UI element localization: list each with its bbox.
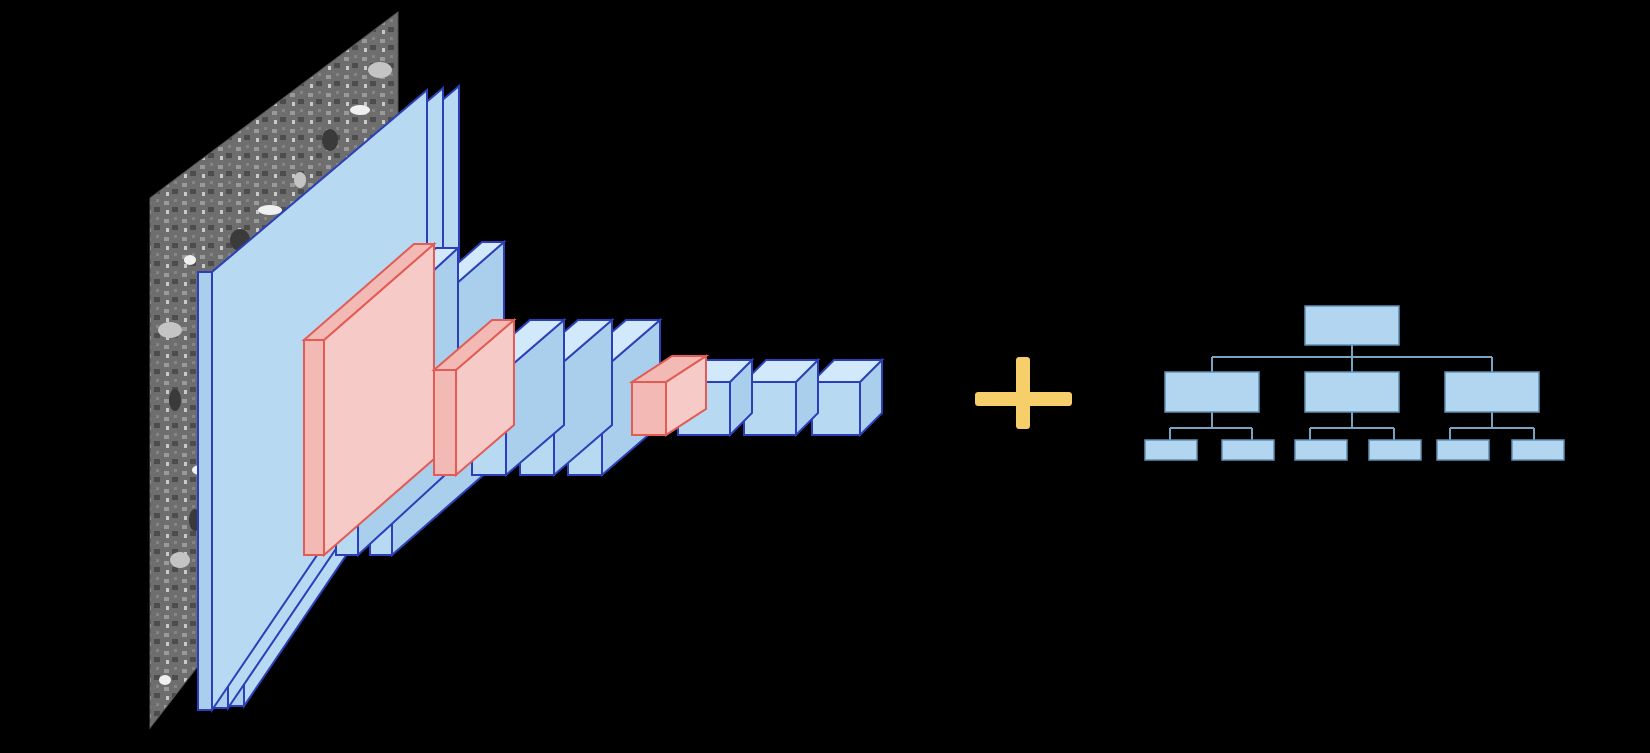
cnn-architecture — [197, 83, 885, 714]
pool-layer-2 — [301, 241, 437, 558]
image-grain — [258, 205, 282, 215]
pool-layer-3-front — [433, 369, 457, 476]
tree-node-right — [1444, 371, 1540, 413]
tree-root-node — [1304, 305, 1400, 346]
image-grain — [159, 675, 171, 685]
tree-leaf-4 — [1368, 439, 1422, 461]
pool-layer-4 — [628, 354, 710, 437]
tree-leaf-2 — [1221, 439, 1275, 461]
conv-layer-4b — [741, 357, 821, 438]
image-grain — [158, 322, 182, 338]
image-grain — [184, 255, 196, 265]
tree-leaf-3 — [1294, 439, 1348, 461]
image-grain — [368, 62, 392, 78]
image-grain — [350, 105, 370, 115]
image-grain — [322, 129, 338, 151]
tree-leaf-6 — [1511, 439, 1565, 461]
image-grain — [170, 552, 190, 568]
plus-vertical-bar — [1016, 357, 1030, 429]
plus-icon — [975, 357, 1072, 429]
pool-layer-4-front — [631, 381, 667, 436]
pool-layer-2-front — [303, 339, 325, 556]
conv-layer-1a-edge — [197, 271, 213, 711]
decision-tree-icon — [1144, 305, 1565, 461]
image-grain — [294, 172, 306, 188]
conv-layer-4c-front — [811, 381, 861, 436]
tree-node-middle — [1304, 371, 1400, 413]
tree-leaf-5 — [1436, 439, 1490, 461]
image-grain — [169, 389, 181, 411]
conv-layer-4c — [809, 357, 885, 438]
pool-layer-3 — [431, 317, 517, 478]
tree-leaf-1 — [1144, 439, 1198, 461]
tree-node-left — [1164, 371, 1260, 413]
